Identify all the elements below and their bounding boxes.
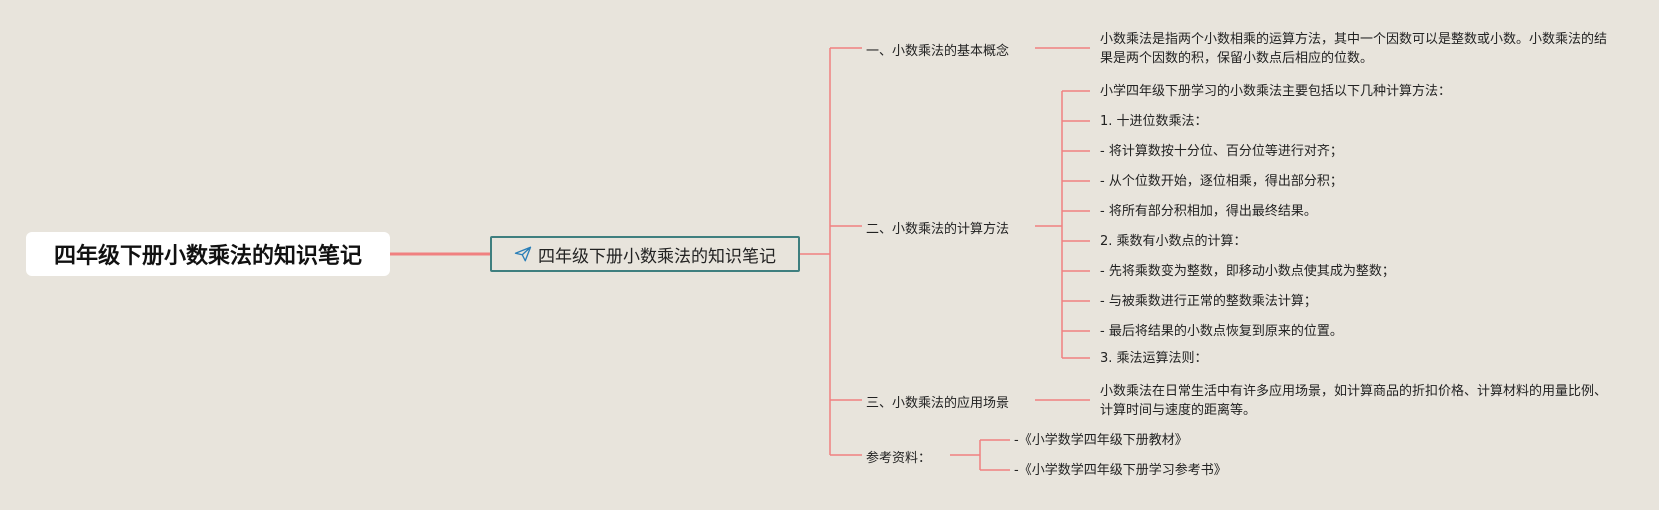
leaf-label: - 最后将结果的小数点恢复到原来的位置。 [1100,324,1343,339]
method-item[interactable]: - 与被乘数进行正常的整数乘法计算； [1100,292,1317,311]
method-item[interactable]: - 先将乘数变为整数，即移动小数点使其成为整数； [1100,262,1395,281]
method-item[interactable]: - 将计算数按十分位、百分位等进行对齐； [1100,142,1343,161]
central-topic-label: 四年级下册小数乘法的知识笔记 [538,246,776,267]
branch-label: 参考资料： [866,451,932,466]
method-item[interactable]: - 从个位数开始，逐位相乘，得出部分积； [1100,172,1343,191]
concept-text[interactable]: 小数乘法是指两个小数相乘的运算方法，其中一个因数可以是整数或小数。小数乘法的结果… [1100,30,1610,68]
method-item[interactable]: - 将所有部分积相加，得出最终结果。 [1100,202,1317,221]
branch-application[interactable]: 三、小数乘法的应用场景 [866,392,1009,411]
branch-label: 二、小数乘法的计算方法 [866,222,1010,237]
leaf-label: 2. 乘数有小数点的计算： [1100,234,1247,249]
leaf-label: 小数乘法在日常生活中有许多应用场景，如计算商品的折扣价格、计算材料的用量比例、计… [1100,384,1608,418]
branch-basic-concept[interactable]: 一、小数乘法的基本概念 [866,40,1009,59]
branch-label: 一、小数乘法的基本概念 [866,44,1010,59]
leaf-label: - 将所有部分积相加，得出最终结果。 [1100,204,1317,219]
method-item[interactable]: 小学四年级下册学习的小数乘法主要包括以下几种计算方法： [1100,82,1451,101]
paper-plane-icon [514,246,532,262]
leaf-label: - 先将乘数变为整数，即移动小数点使其成为整数； [1100,264,1395,279]
central-topic[interactable]: 四年级下册小数乘法的知识笔记 [490,236,800,272]
leaf-label: 3. 乘法运算法则： [1100,351,1208,366]
leaf-label: -《小学数学四年级下册学习参考书》 [1014,463,1227,478]
leaf-label: - 将计算数按十分位、百分位等进行对齐； [1100,144,1343,159]
leaf-label: 小数乘法是指两个小数相乘的运算方法，其中一个因数可以是整数或小数。小数乘法的结果… [1100,32,1608,66]
root-topic[interactable]: 四年级下册小数乘法的知识笔记 [26,232,390,276]
leaf-label: 1. 十进位数乘法： [1100,114,1208,129]
leaf-label: - 与被乘数进行正常的整数乘法计算； [1100,294,1317,309]
method-item[interactable]: 1. 十进位数乘法： [1100,112,1208,131]
branch-calculation-method[interactable]: 二、小数乘法的计算方法 [866,218,1009,237]
leaf-label: - 从个位数开始，逐位相乘，得出部分积； [1100,174,1343,189]
leaf-label: -《小学数学四年级下册教材》 [1014,433,1188,448]
reference-item[interactable]: -《小学数学四年级下册学习参考书》 [1014,461,1227,480]
reference-item[interactable]: -《小学数学四年级下册教材》 [1014,431,1188,450]
method-item[interactable]: - 最后将结果的小数点恢复到原来的位置。 [1100,322,1343,341]
branch-references[interactable]: 参考资料： [866,447,931,466]
root-topic-label: 四年级下册小数乘法的知识笔记 [53,244,362,269]
method-item[interactable]: 2. 乘数有小数点的计算： [1100,232,1247,251]
application-text[interactable]: 小数乘法在日常生活中有许多应用场景，如计算商品的折扣价格、计算材料的用量比例、计… [1100,382,1610,420]
branch-label: 三、小数乘法的应用场景 [866,396,1010,411]
method-item[interactable]: 3. 乘法运算法则： [1100,349,1208,368]
leaf-label: 小学四年级下册学习的小数乘法主要包括以下几种计算方法： [1100,84,1452,99]
